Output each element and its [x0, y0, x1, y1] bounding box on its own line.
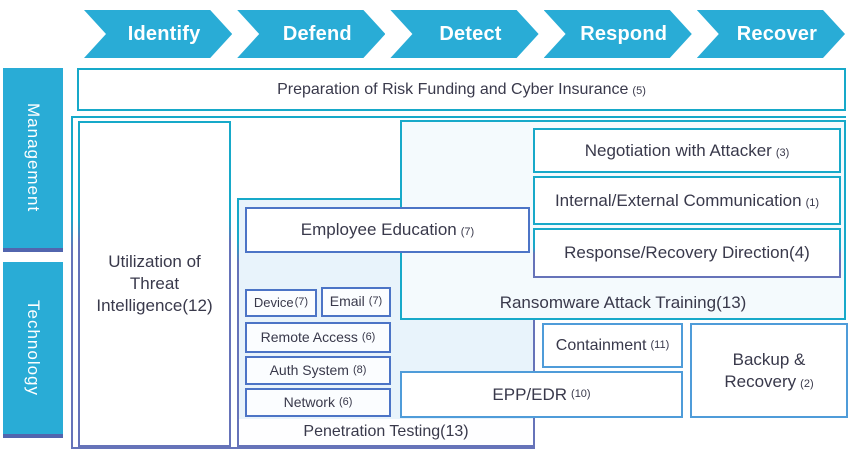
- matrix-frame-bottom-line: [71, 447, 535, 449]
- phase-identify: Identify: [84, 10, 232, 58]
- penetration-testing-label-strip: Penetration Testing(13): [239, 419, 533, 445]
- box-negotiation-label-wrap: Negotiation with Attacker(3): [585, 140, 790, 161]
- box-network-count: (6): [338, 395, 353, 408]
- box-epp-edr: EPP/EDR(10): [400, 371, 683, 418]
- box-threat-intelligence-label: Utilization of Threat Intelligence: [96, 251, 201, 316]
- box-internal-external-communication: Internal/External Communication(1): [533, 176, 841, 225]
- phase-recover: Recover: [697, 10, 845, 58]
- box-risk-funding-cyber-insurance: Preparation of Risk Funding and Cyber In…: [77, 68, 846, 111]
- box-backup-recovery-label-wrap: Backup & Recovery(2): [706, 349, 832, 392]
- box-employee-education: Employee Education(7): [245, 207, 530, 253]
- box-device-count: (7): [294, 296, 309, 309]
- box-employee-education-label-wrap: Employee Education(7): [301, 219, 474, 240]
- box-internal-external-label-wrap: Internal/External Communication(1): [555, 190, 819, 211]
- box-device: Device(7): [245, 289, 317, 317]
- box-auth-system-count: (8): [352, 363, 367, 376]
- box-risk-funding-count: (5): [632, 84, 646, 97]
- phase-respond: Respond: [544, 10, 692, 58]
- box-internal-external-count: (1): [805, 196, 820, 209]
- box-remote-access-count: (6): [361, 330, 376, 343]
- box-employee-education-label: Employee Education: [300, 220, 457, 240]
- box-backup-recovery: Backup & Recovery(2): [690, 323, 848, 418]
- box-threat-intelligence-label-wrap: Utilization of Threat Intelligence(12): [90, 251, 219, 317]
- box-response-recovery-direction: Response/Recovery Direction(4): [533, 228, 841, 278]
- box-network: Network(6): [245, 388, 391, 417]
- box-negotiation-with-attacker: Negotiation with Attacker(3): [533, 128, 841, 173]
- box-backup-recovery-count: (2): [800, 377, 814, 390]
- box-response-recovery-label-wrap: Response/Recovery Direction(4): [564, 242, 810, 264]
- box-internal-external-label: Internal/External Communication: [554, 190, 802, 210]
- box-remote-access-label: Remote Access: [260, 328, 358, 345]
- phase-recover-label: Recover: [736, 22, 818, 45]
- box-threat-intelligence-inner: Utilization of Threat Intelligence(12): [80, 123, 229, 445]
- box-email-count: (7): [368, 295, 383, 308]
- phase-detect-label: Detect: [439, 22, 502, 45]
- box-epp-edr-count: (10): [571, 387, 591, 400]
- penetration-testing-label: Penetration Testing: [303, 423, 441, 440]
- box-backup-recovery-label: Backup & Recovery: [724, 350, 806, 391]
- box-negotiation-count: (3): [775, 146, 790, 159]
- box-containment: Containment(11): [542, 323, 683, 368]
- matrix-frame-left-line: [71, 116, 73, 449]
- ransomware-training-label: Ransomware Attack Training: [499, 293, 717, 312]
- box-auth-system: Auth System(8): [245, 356, 391, 385]
- box-email: Email(7): [321, 287, 391, 317]
- phase-chevron-row: Identify Defend Detect Respond Recover: [84, 10, 845, 58]
- ransomware-training-count: (13): [716, 293, 747, 312]
- box-threat-intelligence: Utilization of Threat Intelligence(12): [78, 121, 231, 447]
- box-email-label: Email: [329, 293, 365, 310]
- row-technology: Technology: [3, 262, 63, 438]
- matrix-frame-top-line: [71, 116, 846, 118]
- phase-defend-label: Defend: [282, 22, 352, 45]
- box-threat-intelligence-count: (12): [182, 296, 213, 316]
- phase-defend: Defend: [237, 10, 385, 58]
- box-risk-funding-label: Preparation of Risk Funding and Cyber In…: [277, 80, 629, 98]
- box-risk-funding-label-wrap: Preparation of Risk Funding and Cyber In…: [277, 80, 646, 100]
- row-technology-label: Technology: [24, 299, 43, 396]
- box-containment-count: (11): [650, 338, 670, 351]
- box-remote-access: Remote Access(6): [245, 322, 391, 353]
- box-auth-system-label: Auth System: [269, 361, 349, 378]
- phase-respond-label: Respond: [580, 22, 668, 45]
- box-containment-label: Containment: [555, 336, 647, 354]
- penetration-testing-count: (13): [440, 423, 469, 440]
- phase-detect: Detect: [390, 10, 538, 58]
- row-management-label: Management: [24, 103, 43, 213]
- box-response-recovery-inner: Response/Recovery Direction(4): [535, 230, 839, 276]
- box-network-label: Network: [283, 393, 335, 410]
- box-device-label: Device: [253, 294, 294, 310]
- box-employee-education-count: (7): [460, 226, 475, 239]
- row-management: Management: [3, 68, 63, 252]
- box-response-recovery-label: Response/Recovery Direction: [564, 242, 790, 262]
- box-negotiation-label: Negotiation with Attacker: [584, 140, 772, 160]
- box-response-recovery-count: (4): [789, 242, 810, 262]
- box-epp-edr-label: EPP/EDR: [492, 384, 568, 404]
- phase-identify-label: Identify: [127, 22, 201, 45]
- ransomware-training-label-wrap: Ransomware Attack Training(13): [402, 293, 844, 313]
